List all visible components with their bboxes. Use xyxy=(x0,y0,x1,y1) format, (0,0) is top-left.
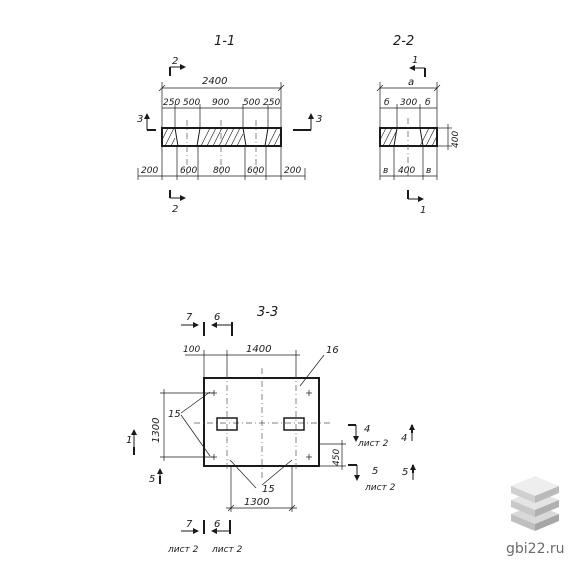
cut-mark-3-right: 3 xyxy=(293,113,322,131)
dim-v-left: в xyxy=(383,166,388,176)
dim-top-1: 500 xyxy=(183,98,200,108)
cut-mark-6-top: 6 xyxy=(211,312,233,336)
dim-bottom-2: 800 xyxy=(213,166,230,176)
cut-mark-6-sheet: лист 2 xyxy=(211,545,243,555)
dim-b-right: б xyxy=(425,98,431,108)
cut-mark-5-sheet: лист 2 xyxy=(364,483,396,493)
cut-mark-3-left-label: 3 xyxy=(137,114,143,125)
dim-bottom-1: 600 xyxy=(180,166,197,176)
cut-mark-4-left-label: 4 xyxy=(364,424,370,435)
label-16: 16 xyxy=(326,345,339,356)
cut-mark-5-right-label: 5 xyxy=(402,467,408,478)
section-2-2: 2-2 1 a б 300 б xyxy=(376,34,461,216)
cut-mark-7-top-label: 7 xyxy=(186,312,193,323)
dim-top-0: 250 xyxy=(163,98,180,108)
cut-mark-4: 4 лист 2 4 xyxy=(348,424,415,449)
dim-b-left: б xyxy=(384,98,390,108)
cut-mark-1-bottom-label: 1 xyxy=(420,205,426,216)
label-15-bottom: 15 xyxy=(262,484,275,495)
cut-mark-7-sheet: лист 2 xyxy=(167,545,199,555)
cut-mark-4-right-label: 4 xyxy=(401,433,407,444)
section-3-3-title: 3-3 xyxy=(257,305,278,320)
label-15-left: 15 xyxy=(168,409,181,420)
dim-bottom-4: 200 xyxy=(284,166,301,176)
cut-mark-2-top: 2 xyxy=(169,56,186,76)
cut-mark-6-top-label: 6 xyxy=(214,312,220,323)
dim-top-4: 250 xyxy=(263,98,280,108)
slab-2-2 xyxy=(379,118,438,178)
opening-right xyxy=(283,417,305,431)
cut-mark-6-bottom-label: 6 xyxy=(214,519,220,530)
dim-1400: 1400 xyxy=(246,344,271,355)
dim-1300-horizontal: 1300 xyxy=(244,497,269,508)
cut-mark-6-bottom: 6 лист 2 xyxy=(211,519,243,555)
layers-logo-icon xyxy=(511,476,559,531)
section-3-3: 3-3 7 6 100 1400 16 xyxy=(126,305,416,555)
watermark-text: gbi22.ru xyxy=(506,541,565,557)
cut-mark-1-plan: 1 xyxy=(126,429,137,455)
dim-1300-vertical: 1300 xyxy=(151,418,162,443)
cut-mark-5: 5 5 лист 2 5 xyxy=(149,464,416,493)
section-1-1-title: 1-1 xyxy=(214,34,235,49)
dim-v-right: в xyxy=(426,166,431,176)
cut-mark-2-bottom-label: 2 xyxy=(172,204,178,215)
cut-mark-7-bottom: 7 лист 2 xyxy=(167,519,205,555)
opening-left xyxy=(216,417,238,431)
cut-mark-5-left-label: 5 xyxy=(149,474,155,485)
dim-400-vertical: 400 xyxy=(451,131,461,148)
dim-300: 300 xyxy=(400,98,417,108)
dim-2400: 2400 xyxy=(202,76,227,87)
dim-400-bottom: 400 xyxy=(398,166,415,176)
cut-mark-1-top: 1 xyxy=(409,55,426,77)
cut-mark-7-bottom-label: 7 xyxy=(186,519,193,530)
dim-bottom-0: 200 xyxy=(141,166,158,176)
dim-top-2: 900 xyxy=(212,98,229,108)
cut-mark-4-sheet: лист 2 xyxy=(357,439,389,449)
dim-bottom-3: 600 xyxy=(247,166,264,176)
watermark-logo: gbi22.ru xyxy=(506,476,565,557)
cut-mark-3-right-label: 3 xyxy=(316,114,322,125)
cut-mark-7-top: 7 xyxy=(181,312,205,336)
cut-mark-3-left: 3 xyxy=(137,113,156,131)
cut-mark-1-plan-label: 1 xyxy=(126,435,132,446)
dim-100: 100 xyxy=(183,345,200,355)
cut-mark-1-bottom: 1 xyxy=(407,190,426,216)
dim-top-3: 500 xyxy=(243,98,260,108)
cut-mark-2-top-label: 2 xyxy=(172,56,178,67)
plan-outline xyxy=(203,377,320,467)
cut-mark-5-mid-label: 5 xyxy=(372,466,378,477)
dim-a: a xyxy=(408,77,414,88)
section-1-1: 1-1 2 2400 250 500 900 500 250 xyxy=(137,34,322,215)
cut-mark-1-top-label: 1 xyxy=(412,55,418,66)
section-2-2-title: 2-2 xyxy=(393,34,414,49)
cut-mark-2-bottom: 2 xyxy=(169,190,186,215)
slab-1-1 xyxy=(161,120,282,175)
dim-450: 450 xyxy=(332,449,342,466)
